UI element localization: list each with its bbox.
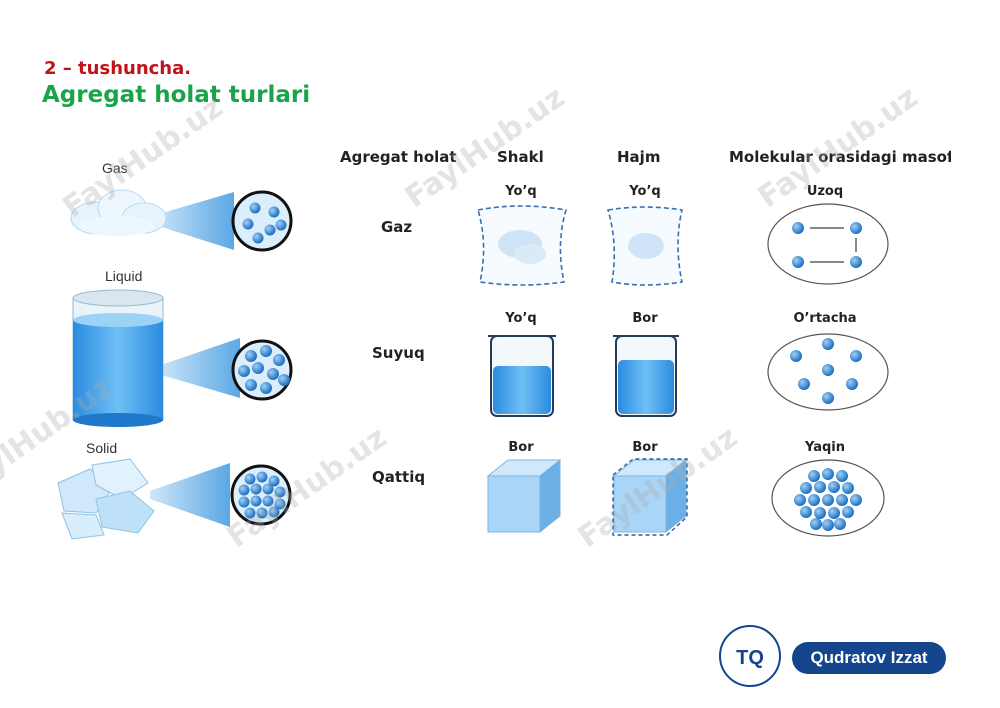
page-title: Agregat holat turlari [42, 82, 311, 108]
gas-distance-value: Uzoq [806, 184, 844, 199]
tq-monogram-icon: TQ [719, 625, 781, 687]
solid-distance-value: Yaqin [804, 440, 845, 455]
cylinder-icon [72, 289, 164, 427]
solid-volume-cube-icon [612, 458, 688, 536]
liquid-volume-value: Bor [632, 311, 658, 326]
solid-zoom-beam [150, 463, 230, 527]
header-state: Agregat holat [340, 148, 457, 166]
liquid-distance-value: O’rtacha [793, 311, 857, 326]
gas-volume-icon [606, 206, 683, 286]
row-gas-state: Gaz [381, 218, 413, 236]
header-shape: Shakl [497, 148, 544, 166]
solid-label: Solid [86, 440, 118, 456]
brand-name: Qudratov Izzat [792, 642, 946, 674]
liquid-particles-diagram [767, 333, 889, 411]
cloud-icon [70, 189, 167, 236]
gas-illustration [70, 189, 293, 252]
subtitle: 2 – tushuncha. [44, 58, 192, 79]
liquid-illustration [72, 289, 293, 427]
gas-particles-diagram [767, 203, 889, 285]
solid-particles-diagram [771, 459, 885, 537]
liquid-volume-beaker-icon [613, 335, 679, 417]
gas-zoom-circle [231, 190, 293, 252]
gas-zoom-beam [152, 192, 234, 250]
ice-cubes-icon [57, 458, 155, 540]
liquid-label: Liquid [105, 268, 143, 284]
solid-illustration [57, 458, 292, 540]
gas-shape-icon [476, 205, 568, 286]
brand-logo: TQ [718, 622, 950, 692]
solid-shape-value: Bor [508, 440, 534, 455]
gas-label: Gas [102, 160, 128, 176]
header-distance: Molekular orasidagi masofa [729, 148, 951, 166]
solid-shape-cube-icon [486, 458, 562, 534]
solid-volume-value: Bor [632, 440, 658, 455]
liquid-shape-beaker-icon [488, 335, 556, 417]
brand-monogram: TQ [736, 647, 764, 669]
liquid-shape-value: Yo’q [505, 311, 537, 326]
header-volume: Hajm [617, 148, 661, 166]
row-solid-state: Qattiq [372, 468, 426, 486]
liquid-zoom-beam [158, 338, 240, 398]
row-liquid-state: Suyuq [372, 344, 425, 362]
gas-volume-value: Yo’q [629, 184, 661, 199]
gas-shape-value: Yo’q [505, 184, 537, 199]
